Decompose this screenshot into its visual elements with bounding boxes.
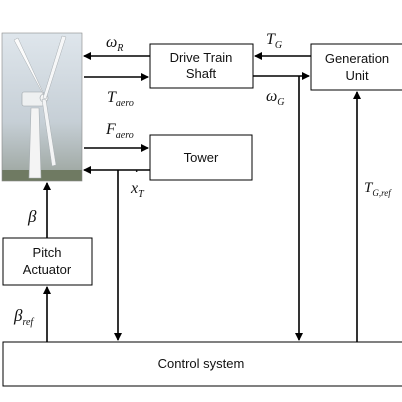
wind-turbine-image: [1, 32, 83, 182]
label-x-t: xT: [130, 180, 145, 200]
generation-unit-label-line-2: Unit: [345, 68, 369, 83]
control-system-block: Control system: [2, 341, 402, 387]
pitch-actuator-label-line-1: Pitch: [33, 245, 62, 260]
label-t-g: TG: [266, 31, 282, 51]
label-f-aero: Faero: [105, 121, 134, 141]
label-omega-r: ωR: [106, 34, 123, 54]
pitch-actuator-block: Pitch Actuator: [2, 237, 93, 286]
tower-label: Tower: [184, 150, 219, 165]
label-omega-g: ωG: [266, 88, 285, 108]
generation-unit-block: Generation Unit: [310, 43, 402, 91]
tower-block: Tower: [149, 134, 253, 181]
signal-arrows: [43, 52, 361, 342]
control-system-label: Control system: [158, 356, 245, 371]
label-x-t-dot: ˙: [133, 168, 138, 185]
pitch-actuator-label-line-2: Actuator: [23, 262, 72, 277]
generation-unit-label-line-1: Generation: [325, 51, 389, 66]
drive-train-label-line-1: Drive Train: [170, 50, 233, 65]
label-beta-ref: βref: [13, 306, 34, 328]
drive-train-label-line-2: Shaft: [186, 66, 217, 81]
label-beta: β: [27, 207, 37, 226]
label-t-g-ref: TG,ref: [364, 180, 392, 198]
drive-train-shaft-block: Drive Train Shaft: [149, 43, 254, 89]
label-t-aero: Taero: [107, 89, 134, 109]
